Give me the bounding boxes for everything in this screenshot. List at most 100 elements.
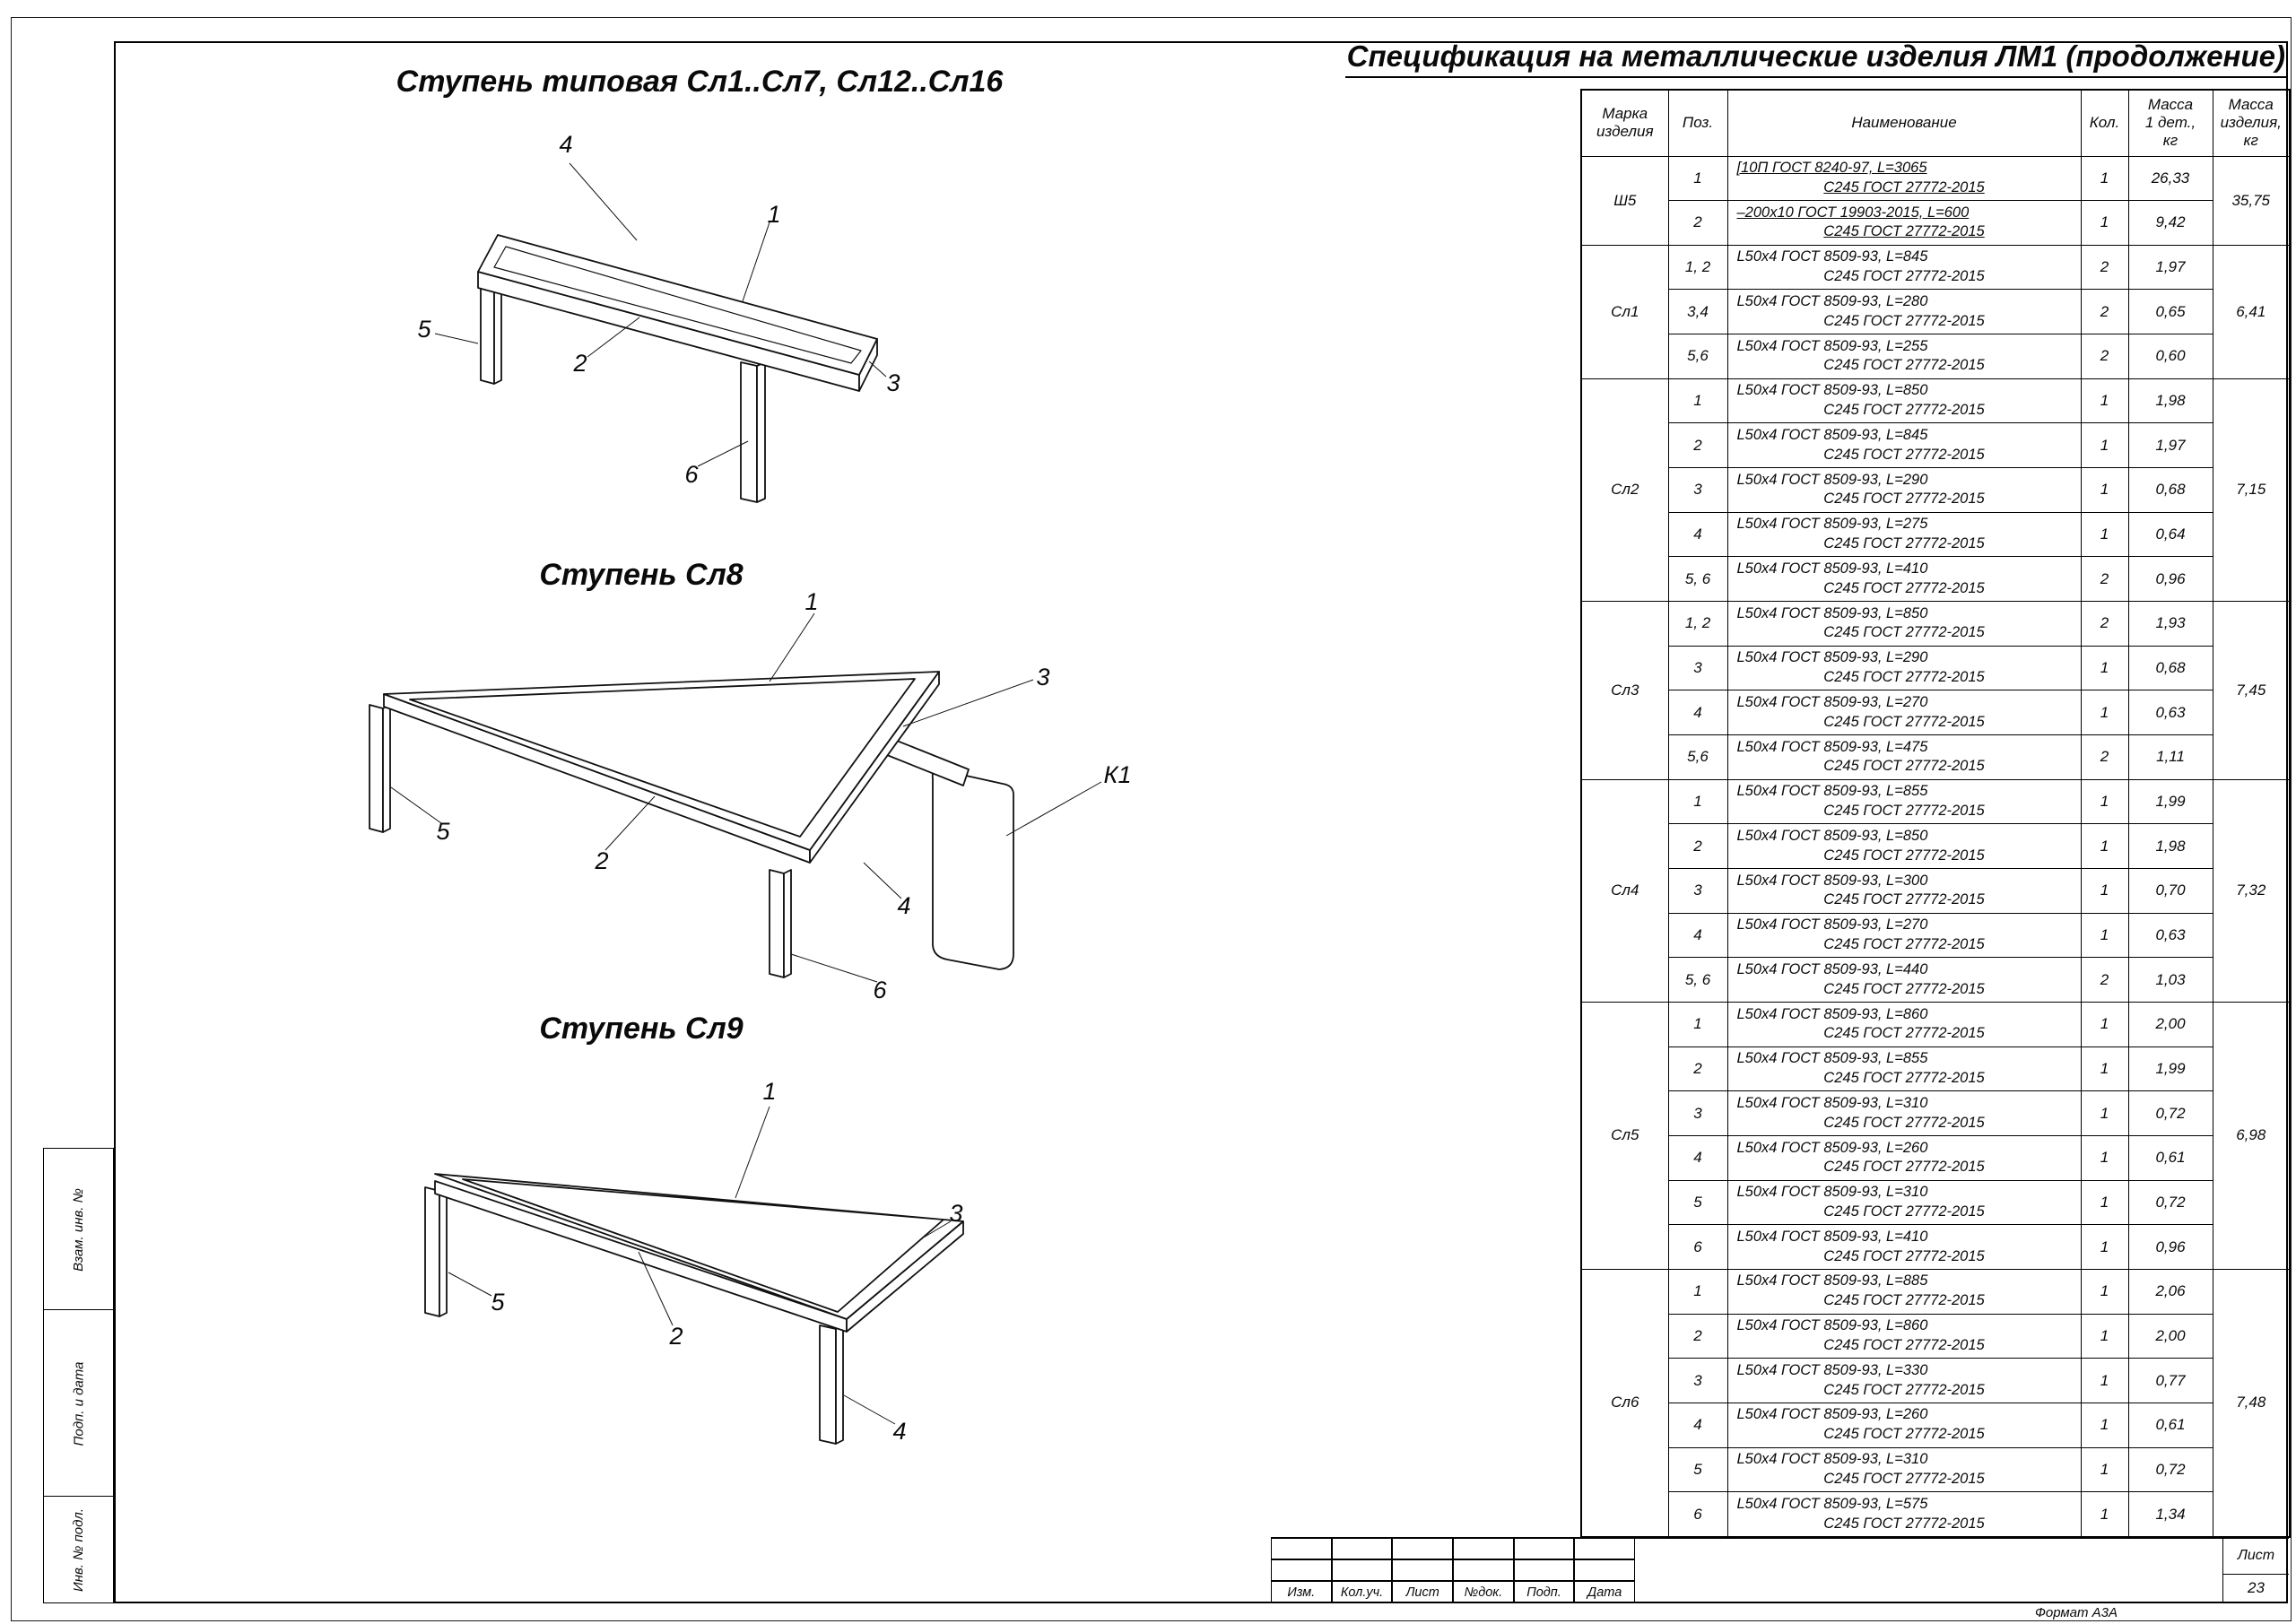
cell-pos: 5 bbox=[1667, 1179, 1728, 1226]
cell-pos: 2 bbox=[1667, 422, 1728, 469]
figure-title-sl8: Ступень Сл8 bbox=[539, 558, 744, 592]
cell-pos: 4 bbox=[1667, 690, 1728, 736]
cell-mass: 2,00 bbox=[2127, 1001, 2213, 1047]
cell-qty: 1 bbox=[2080, 1313, 2129, 1359]
cell-mass: 0,68 bbox=[2127, 467, 2213, 513]
cell-pos: 4 bbox=[1667, 1402, 1728, 1448]
cell-mark: Сл2 bbox=[1580, 378, 1669, 603]
cell-total: 7,15 bbox=[2212, 378, 2291, 603]
part-label: 2 bbox=[573, 350, 587, 377]
cell-qty: 1 bbox=[2080, 378, 2129, 424]
cell-pos: 1 bbox=[1667, 1268, 1728, 1315]
revision-cell bbox=[1331, 1538, 1393, 1559]
cell-mass: 0,72 bbox=[2127, 1446, 2213, 1493]
step-typical-drawing bbox=[434, 162, 887, 503]
cell-qty: 1 bbox=[2080, 690, 2129, 736]
revision-col-izm: Изм. bbox=[1271, 1581, 1332, 1603]
cell-qty: 1 bbox=[2080, 200, 2129, 246]
cell-pos: 2 bbox=[1667, 200, 1728, 246]
cell-pos: 4 bbox=[1667, 1134, 1728, 1181]
part-label: 2 bbox=[669, 1323, 683, 1350]
spec-table: Марка изделия Поз. Наименование Кол. Мас… bbox=[1580, 89, 2291, 1538]
cell-pos: 2 bbox=[1667, 1046, 1728, 1092]
cell-pos: 1, 2 bbox=[1667, 244, 1728, 291]
cell-qty: 1 bbox=[2080, 778, 2129, 825]
page-title: Спецификация на металлические изделия ЛМ… bbox=[1318, 39, 2287, 78]
revision-cell bbox=[1392, 1559, 1453, 1581]
cell-mass: 0,61 bbox=[2127, 1402, 2213, 1448]
cell-pos: 6 bbox=[1667, 1224, 1728, 1270]
part-label: 2 bbox=[595, 847, 609, 874]
part-label: 4 bbox=[897, 892, 911, 919]
cell-qty: 1 bbox=[2080, 912, 2129, 959]
cell-pos: 4 bbox=[1667, 912, 1728, 959]
cell-total: 6,98 bbox=[2212, 1001, 2291, 1270]
cell-pos: 3 bbox=[1667, 467, 1728, 513]
cell-total: 7,32 bbox=[2212, 778, 2291, 1003]
cell-mark: Сл5 bbox=[1580, 1001, 1669, 1270]
revision-table: Изм. Кол.уч. Лист №док. Подп. Дата bbox=[1271, 1538, 1635, 1603]
step-sl9-drawing bbox=[424, 1106, 964, 1445]
cell-mass: 1,99 bbox=[2127, 1046, 2213, 1092]
cell-total: 35,75 bbox=[2212, 155, 2291, 246]
cell-pos: 5 bbox=[1667, 1446, 1728, 1493]
part-label: 3 bbox=[886, 369, 900, 396]
cell-mass: 0,70 bbox=[2127, 868, 2213, 914]
cell-qty: 2 bbox=[2080, 244, 2129, 291]
cell-qty: 1 bbox=[2080, 1090, 2129, 1136]
cell-qty: 1 bbox=[2080, 823, 2129, 869]
cell-qty: 1 bbox=[2080, 1358, 2129, 1403]
part-label: 5 bbox=[491, 1289, 505, 1316]
part-label: 4 bbox=[559, 131, 573, 158]
cell-mass: 26,33 bbox=[2127, 155, 2213, 202]
revision-col-data: Дата bbox=[1574, 1581, 1635, 1603]
header-mass-one: Масса 1 дет., кг bbox=[2127, 89, 2213, 157]
revision-col-list: Лист bbox=[1392, 1581, 1453, 1603]
cell-qty: 1 bbox=[2080, 1446, 2129, 1493]
revision-cell bbox=[1513, 1538, 1575, 1559]
cell-pos: 3,4 bbox=[1667, 289, 1728, 335]
cell-qty: 1 bbox=[2080, 1491, 2129, 1538]
cell-total: 6,41 bbox=[2212, 244, 2291, 379]
cell-qty: 1 bbox=[2080, 1046, 2129, 1092]
cell-qty: 1 bbox=[2080, 1001, 2129, 1047]
cell-mass: 2,00 bbox=[2127, 1313, 2213, 1359]
figure-title-typical: Ступень типовая Сл1..Сл7, Сл12..Сл16 bbox=[396, 65, 1004, 99]
cell-pos: 6 bbox=[1667, 1491, 1728, 1538]
cell-qty: 2 bbox=[2080, 334, 2129, 379]
header-mass-item: Масса изделия, кг bbox=[2212, 89, 2291, 157]
stamp-label: Взам. инв. № bbox=[71, 1187, 86, 1272]
header-pos: Поз. bbox=[1667, 89, 1728, 157]
part-label: 5 bbox=[436, 818, 450, 845]
cell-qty: 1 bbox=[2080, 868, 2129, 914]
part-label: 6 bbox=[684, 461, 699, 488]
cell-mass: 0,63 bbox=[2127, 912, 2213, 959]
cell-mass: 0,96 bbox=[2127, 556, 2213, 603]
